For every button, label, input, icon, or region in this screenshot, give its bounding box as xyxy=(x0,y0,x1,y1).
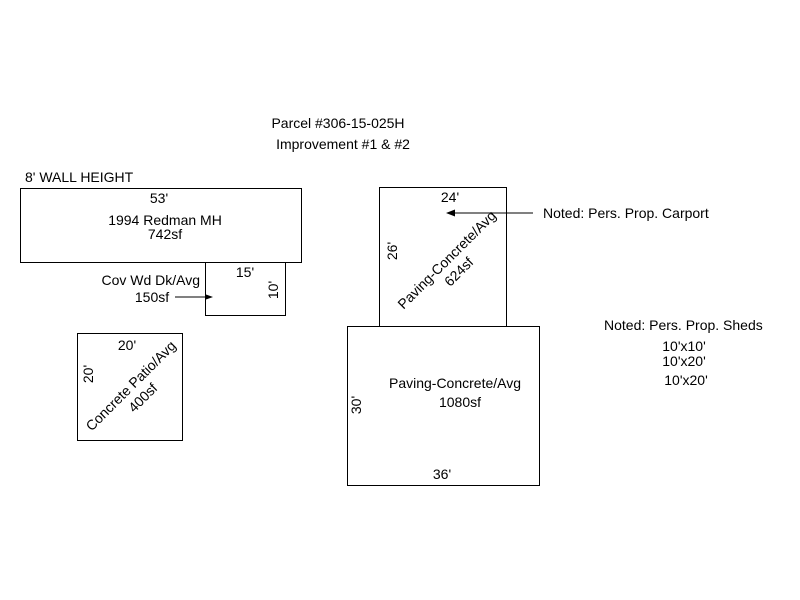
carport-arrow-icon xyxy=(446,209,533,217)
paving-large-width-label: 36' xyxy=(432,466,452,482)
deck-arrow-icon xyxy=(175,294,213,300)
shed-size: 10'x10' xyxy=(662,338,706,354)
deck-name: Cov Wd Dk/Avg xyxy=(101,272,200,288)
mh-width-label: 53' xyxy=(149,190,169,206)
shed-size: 10'x20' xyxy=(664,372,708,388)
paving-large-area xyxy=(347,326,540,486)
carport-note: Noted: Pers. Prop. Carport xyxy=(543,205,709,221)
wall-height-label: 8' WALL HEIGHT xyxy=(25,169,134,185)
concrete-patio-area xyxy=(77,333,183,441)
sheds-note-title: Noted: Pers. Prop. Sheds xyxy=(604,317,763,333)
covered-deck-area xyxy=(205,262,286,316)
mobile-home-area xyxy=(20,188,302,263)
shed-size: 10'x20' xyxy=(662,353,706,369)
deck-width-label: 15' xyxy=(235,264,255,280)
improvement-title: Improvement #1 & #2 xyxy=(276,136,410,152)
patio-width-label: 20' xyxy=(117,337,137,353)
deck-area: 150sf xyxy=(134,289,170,305)
parcel-title: Parcel #306-15-025H xyxy=(271,115,405,131)
mh-name: 1994 Redman MH xyxy=(108,212,222,228)
paving-small-width-label: 24' xyxy=(440,189,460,205)
paving-large-name: Paving-Concrete/Avg xyxy=(388,375,522,391)
mh-area: 742sf xyxy=(147,226,183,242)
paving-large-area-value: 1080sf xyxy=(438,394,482,410)
